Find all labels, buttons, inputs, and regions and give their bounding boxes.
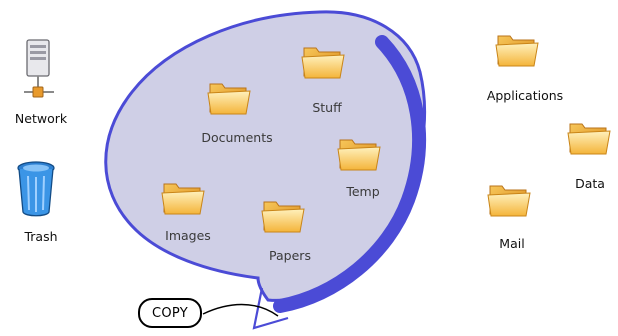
selection-label-papers: Papers: [269, 248, 311, 263]
desktop-label-network: Network: [14, 111, 68, 126]
network-server-icon[interactable]: [22, 38, 56, 104]
trash-icon[interactable]: [16, 160, 56, 220]
desktop-label-data: Data: [575, 176, 605, 191]
folder-icon[interactable]: [486, 180, 532, 220]
lasso-tail: [252, 287, 289, 330]
desktop-label-trash: Trash: [24, 229, 58, 244]
selection-label-temp: Temp: [346, 184, 380, 199]
folder-icon[interactable]: [160, 178, 206, 218]
folder-icon[interactable]: [260, 196, 306, 236]
copy-button[interactable]: COPY: [138, 298, 202, 328]
folder-icon[interactable]: [336, 134, 382, 174]
lasso-thick-edge: [273, 35, 427, 313]
folder-icon[interactable]: [494, 30, 540, 70]
selection-label-stuff: Stuff: [312, 100, 342, 115]
copy-connector: [202, 303, 279, 317]
folder-icon[interactable]: [300, 42, 346, 82]
folder-icon[interactable]: [206, 78, 252, 118]
desktop-label-mail: Mail: [499, 236, 525, 251]
selection-label-documents: Documents: [201, 130, 273, 145]
folder-icon[interactable]: [566, 118, 612, 158]
desktop-label-applications: Applications: [486, 88, 564, 103]
selection-label-images: Images: [165, 228, 211, 243]
